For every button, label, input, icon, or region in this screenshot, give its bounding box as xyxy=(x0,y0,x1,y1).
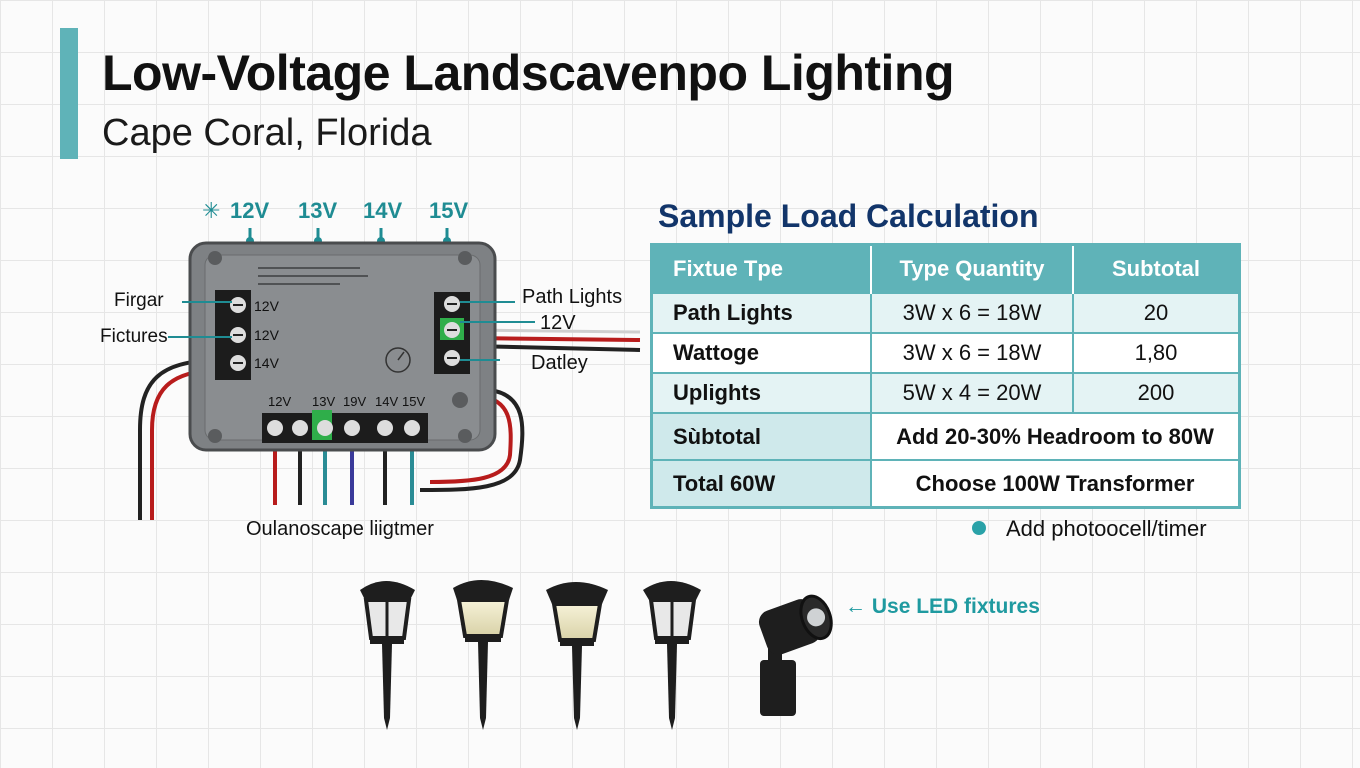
column-header: Fixtue Tpe xyxy=(651,244,872,293)
sparkle-icon: ✳ xyxy=(202,198,221,223)
subtotal-value: Add 20-30% Headroom to 80W xyxy=(870,412,1241,461)
table-title: Sample Load Calculation xyxy=(658,198,1039,234)
accent-bar xyxy=(60,28,78,159)
diagram-caption: Oulanoscape liigtmer xyxy=(246,518,434,540)
page-subtitle: Cape Coral, Florida xyxy=(102,112,432,154)
voltage-tap-label: 14V xyxy=(363,198,403,223)
path-light-icon xyxy=(643,581,701,730)
table-row: Uplights 5W x 4 = 20W 200 xyxy=(650,372,1241,414)
table-cell: 200 xyxy=(1072,372,1241,414)
table-header-row: Fixtue Tpe Type Quantity Subtotal xyxy=(651,244,1241,293)
photocell-note-text: Add photoocell/timer xyxy=(1006,516,1207,541)
table-cell: 3W x 6 = 18W xyxy=(870,332,1074,374)
left-label: Firgar xyxy=(114,290,164,311)
bottom-terminal-label: 13V xyxy=(312,394,335,409)
right-label: Path Lights xyxy=(522,286,623,308)
path-light-icon xyxy=(360,581,415,730)
spotlight-icon xyxy=(758,594,833,716)
column-header: Type Quantity xyxy=(871,244,1074,293)
led-note-text: Use LED fixtures xyxy=(871,595,1040,618)
transformer-diagram: 12V 12V 14V 12V 13V 19V 14V 15V xyxy=(138,228,641,520)
subtotal-row: Sùbtotal Add 20-30% Headroom to 80W xyxy=(650,412,1241,461)
left-label: Fictures xyxy=(100,326,168,347)
table-cell: 1,80 xyxy=(1072,332,1241,374)
table-cell: Uplights xyxy=(650,372,872,414)
photocell-note: Add photoocell/timer xyxy=(972,516,1207,542)
table-cell: 20 xyxy=(1072,292,1241,334)
table-cell: 3W x 6 = 18W xyxy=(870,292,1074,334)
bottom-terminal-label: 19V xyxy=(343,394,366,409)
total-value: Choose 100W Transformer xyxy=(870,459,1241,509)
side-terminal-label: 12V xyxy=(254,298,280,314)
total-label: Total 60W xyxy=(650,459,872,509)
bottom-terminal-label: 14V xyxy=(375,394,398,409)
voltage-tap-label: 15V xyxy=(429,198,469,223)
side-terminal-label: 12V xyxy=(254,327,280,343)
bullet-icon xyxy=(972,521,986,536)
table-cell: 5W x 4 = 20W xyxy=(870,372,1074,414)
path-light-icon xyxy=(546,582,608,730)
subtotal-label: Sùbtotal xyxy=(650,412,872,461)
column-header: Subtotal xyxy=(1073,244,1241,293)
table-row: Path Lights 3W x 6 = 18W 20 xyxy=(650,292,1241,334)
load-calculation-table: Fixtue Tpe Type Quantity Subtotal Path L… xyxy=(650,243,1241,509)
arrow-left-icon: ← xyxy=(845,595,866,618)
right-label: Datley xyxy=(531,352,588,374)
total-row: Total 60W Choose 100W Transformer xyxy=(650,459,1241,509)
table-cell: Wattoge xyxy=(650,332,872,374)
bottom-terminal-label: 12V xyxy=(268,394,291,409)
bottom-terminal-label: 15V xyxy=(402,394,425,409)
right-label: 12V xyxy=(540,312,576,334)
voltage-tap-label: 13V xyxy=(298,198,338,223)
led-note: ← Use LED fixtures xyxy=(845,595,1040,619)
voltage-tap-label: 12V xyxy=(230,198,270,223)
path-light-icon xyxy=(453,580,513,730)
page-title: Low-Voltage Landscavenpo Lighting xyxy=(102,45,955,101)
table-row: Wattoge 3W x 6 = 18W 1,80 xyxy=(650,332,1241,374)
side-terminal-label: 14V xyxy=(254,355,280,371)
table-cell: Path Lights xyxy=(650,292,872,334)
fixture-illustrations xyxy=(360,580,833,730)
